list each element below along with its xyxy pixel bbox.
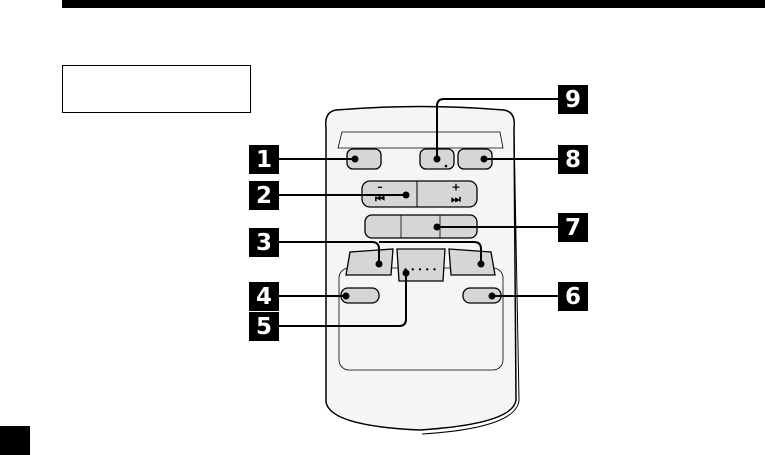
leader-dot-4 (343, 293, 350, 300)
left-mode-button[interactable] (346, 249, 393, 275)
svg-text:6: 6 (565, 284, 581, 310)
callout-8: 8 (558, 145, 588, 174)
leader-dot-9 (434, 156, 441, 163)
svg-text:2: 2 (256, 183, 272, 209)
leader-dot-3b (478, 261, 485, 268)
svg-text:1: 1 (256, 147, 272, 173)
svg-text:8: 8 (565, 147, 581, 173)
right-mode-button[interactable] (449, 249, 495, 275)
svg-text:5: 5 (256, 314, 272, 340)
top-center-dot (445, 165, 448, 168)
svg-text:7: 7 (565, 215, 581, 241)
callout-9: 9 (558, 85, 588, 114)
callout-7: 7 (558, 213, 588, 242)
leader-dot-5 (403, 270, 410, 277)
leader-dot-6 (489, 293, 496, 300)
leader-dot-3a (376, 261, 383, 268)
svg-text:4: 4 (256, 284, 272, 310)
callout-1: 1 (249, 145, 279, 174)
callout-2: 2 (249, 181, 279, 210)
next-track-icon: ⏭ (451, 193, 461, 206)
callout-5: 5 (249, 312, 279, 341)
leader-dot-2 (403, 192, 410, 199)
leader-dot-1 (352, 156, 359, 163)
callout-6: 6 (558, 282, 588, 311)
svg-text:3: 3 (256, 230, 272, 256)
callout-4: 4 (249, 282, 279, 311)
leader-dot-8 (481, 156, 488, 163)
callout-3: 3 (249, 228, 279, 257)
svg-text:9: 9 (565, 87, 581, 113)
leader-dot-7 (434, 224, 441, 231)
